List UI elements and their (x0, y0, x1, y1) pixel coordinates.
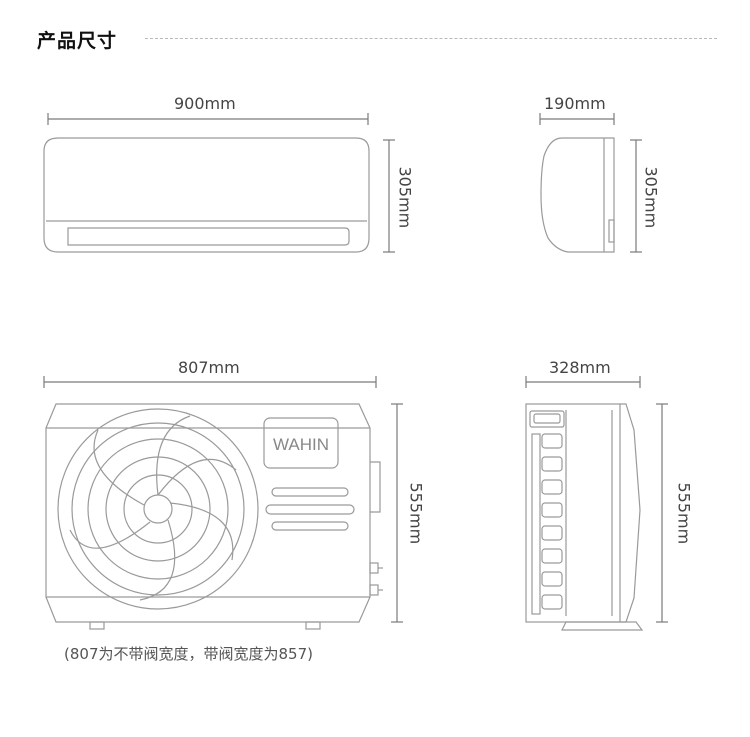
indoor-side-depth-label: 190mm (544, 94, 606, 113)
outdoor-side-dim-lines (525, 376, 668, 623)
indoor-front-width-label: 900mm (174, 94, 236, 113)
outdoor-side-depth-label: 328mm (549, 358, 611, 377)
indoor-side-dim-lines (539, 113, 642, 253)
fan-grille (57, 408, 259, 610)
outdoor-front-height-label: 555mm (406, 482, 426, 545)
outdoor-front-width-label: 807mm (178, 358, 240, 377)
outdoor-unit-front (45, 403, 383, 630)
indoor-side-height-label: 305mm (641, 166, 661, 229)
outdoor-unit-side (525, 403, 644, 631)
section-title: 产品尺寸 (37, 30, 118, 52)
title-divider (145, 38, 717, 39)
indoor-front-height-label: 305mm (395, 166, 415, 229)
outdoor-front-dim-lines (43, 376, 403, 623)
brand-logo: WAHIN (273, 435, 329, 454)
indoor-front-dim-lines (47, 113, 395, 253)
valve-width-note: (807为不带阀宽度，带阀宽度为857) (64, 645, 313, 663)
indoor-unit-side (540, 137, 615, 253)
indoor-unit-front (43, 137, 370, 253)
outdoor-side-height-label: 555mm (674, 482, 694, 545)
